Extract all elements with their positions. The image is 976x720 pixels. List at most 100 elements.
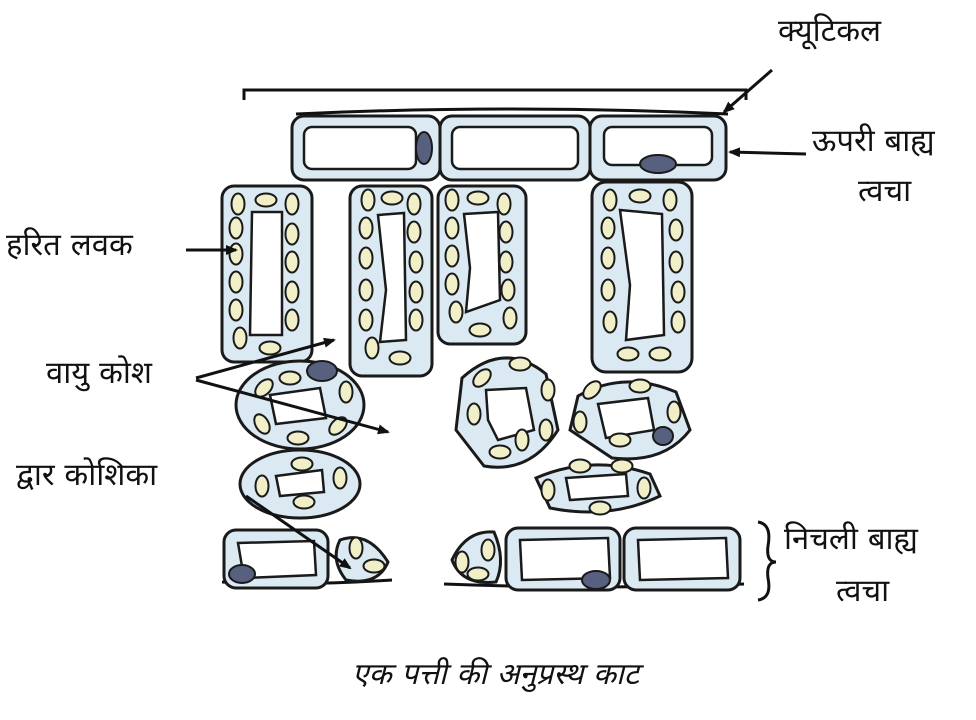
lower-epidermis-brace [757, 520, 777, 602]
chloroplast [408, 308, 424, 332]
chloroplast [468, 322, 492, 338]
chloroplast [538, 418, 554, 442]
chloroplast [348, 536, 364, 560]
chloroplast [540, 478, 556, 502]
nucleus [639, 154, 677, 174]
chloroplast [406, 220, 422, 244]
chloroplast [500, 278, 516, 302]
chloroplast [284, 222, 300, 246]
chloroplast [228, 298, 244, 322]
chloroplast [608, 432, 632, 448]
lower-epidermis-cell [222, 528, 330, 590]
chloroplast [258, 340, 282, 356]
chloroplast [406, 192, 422, 216]
chloroplast [358, 308, 374, 332]
chloroplast [636, 476, 652, 500]
nucleus [652, 426, 674, 446]
arrow-cuticle [722, 68, 773, 114]
chloroplast [358, 246, 374, 270]
chloroplast [444, 188, 460, 212]
diagram-caption: एक पत्ती की अनुप्रस्थ काट [352, 657, 639, 692]
chloroplast [648, 346, 672, 362]
chloroplast [388, 350, 412, 366]
nucleus [228, 564, 256, 584]
chloroplast [600, 216, 616, 240]
label-guard-cell: द्वार कोशिका [16, 457, 158, 493]
chloroplast [508, 356, 532, 372]
chloroplast [502, 306, 518, 330]
chloroplast [628, 188, 652, 204]
label-arrows [186, 68, 807, 570]
chloroplast [498, 220, 514, 244]
chloroplast [358, 216, 374, 240]
chloroplast [668, 250, 684, 274]
chloroplast [228, 216, 244, 240]
chloroplast [602, 310, 618, 334]
chloroplast [514, 428, 530, 452]
chloroplast [360, 188, 376, 212]
chloroplast [380, 190, 404, 206]
label-lower-epidermis-line1: निचली बाह्य [784, 521, 918, 557]
chloroplast [284, 280, 300, 304]
chloroplast [286, 430, 310, 446]
chloroplast [332, 466, 348, 490]
chloroplast [466, 402, 482, 426]
chloroplast [496, 192, 512, 216]
chloroplast [588, 500, 612, 516]
upper-epidermis-cell [438, 114, 592, 182]
chloroplast [568, 458, 592, 474]
label-cuticle: क्यूटिकल [778, 13, 882, 49]
spongy-cell [238, 448, 362, 520]
chloroplast [662, 188, 678, 212]
upper-epidermis [290, 114, 728, 182]
lower-epidermis-cell [622, 526, 742, 592]
spongy-cell [568, 380, 692, 461]
chloroplast [230, 192, 246, 216]
chloroplast [284, 250, 300, 274]
chloroplast [358, 278, 374, 302]
chloroplast-group [228, 188, 686, 582]
label-chloroplast: हरित लवक [6, 227, 133, 263]
chloroplast [284, 308, 300, 332]
chloroplast [666, 400, 682, 424]
nucleus [581, 570, 611, 590]
chloroplast [284, 192, 300, 216]
chloroplast [668, 218, 684, 242]
arrow-air-space-2 [195, 378, 390, 435]
chloroplast [600, 278, 616, 302]
chloroplast [498, 250, 514, 274]
chloroplast [600, 246, 616, 270]
chloroplast [278, 370, 302, 386]
chloroplast [610, 458, 634, 474]
spongy-cell [533, 463, 662, 514]
chloroplast [328, 416, 348, 436]
arrow-air-space-1 [195, 337, 336, 380]
chloroplast [602, 188, 618, 212]
chloroplast [232, 326, 248, 350]
chloroplast [540, 378, 556, 402]
chloroplast [228, 270, 244, 294]
chloroplast [448, 300, 464, 324]
chloroplast [628, 378, 652, 394]
chloroplast [472, 368, 492, 388]
upper-epidermis-cell [290, 114, 442, 182]
chloroplast [253, 413, 271, 435]
chloroplast [228, 242, 244, 266]
chloroplast [670, 280, 686, 304]
label-upper-epidermis-line2: त्वचा [858, 173, 912, 209]
chloroplast [408, 250, 424, 274]
label-lower-epidermis-line2: त्वचा [836, 573, 890, 609]
upper-epidermis-cell [588, 114, 728, 182]
chloroplast [444, 244, 460, 268]
chloroplast [572, 410, 588, 434]
arrow-upper-epidermis [728, 147, 807, 158]
arrow-guard-cell [245, 494, 352, 570]
nucleus [415, 131, 433, 165]
chloroplast [466, 190, 490, 206]
nucleus [306, 360, 338, 382]
chloroplast [670, 310, 686, 334]
label-upper-epidermis-line1: ऊपरी बाह्य [812, 123, 935, 159]
cuticle-bracket [242, 88, 748, 100]
label-air-space: वायु कोश [46, 355, 153, 391]
